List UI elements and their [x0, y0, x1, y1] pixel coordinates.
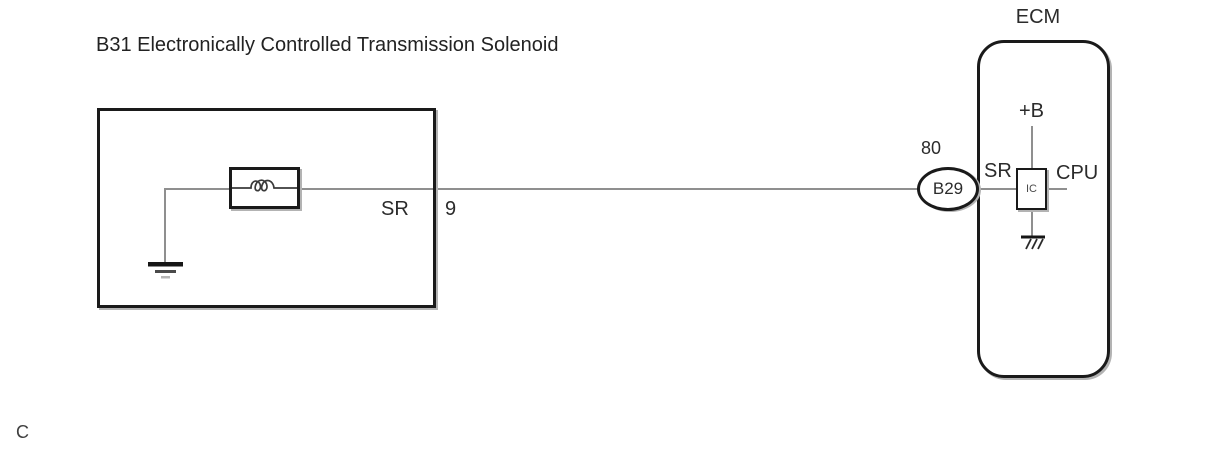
earth-ground-icon — [147, 262, 185, 282]
solenoid-coil-box — [229, 167, 300, 209]
ecm-wire-label-sr: SR — [984, 160, 1012, 182]
corner-marker: C — [16, 422, 29, 442]
connector-oval-b29: B29 — [917, 167, 979, 211]
ecm-label: ECM — [1015, 6, 1061, 28]
ecm-box — [977, 40, 1110, 378]
solenoid-wire-label-sr: SR — [381, 198, 409, 220]
connector-pin-number-80: 80 — [921, 138, 942, 158]
wire-ic-to-chassis-ground — [1031, 206, 1033, 237]
wire-solenoid-to-ground — [164, 188, 166, 265]
ic-box: IC — [1016, 168, 1047, 210]
wire-ic-to-cpu — [1045, 188, 1067, 190]
wire-sr-to-ic — [955, 188, 1017, 190]
diagram-title: B31 Electronically Controlled Transmissi… — [96, 34, 559, 56]
power-label-plus-b: +B — [1019, 100, 1045, 122]
wire-sr-main — [164, 188, 950, 190]
wire-plus-b-to-ic — [1031, 126, 1033, 170]
solenoid-pin-number-9: 9 — [445, 198, 457, 220]
solenoid-component-box — [97, 108, 436, 308]
coil-icon — [232, 170, 297, 206]
ic-label: IC — [1026, 183, 1037, 195]
chassis-ground-icon — [1019, 235, 1047, 251]
connector-label: B29 — [932, 179, 964, 198]
cpu-label: CPU — [1056, 162, 1099, 184]
